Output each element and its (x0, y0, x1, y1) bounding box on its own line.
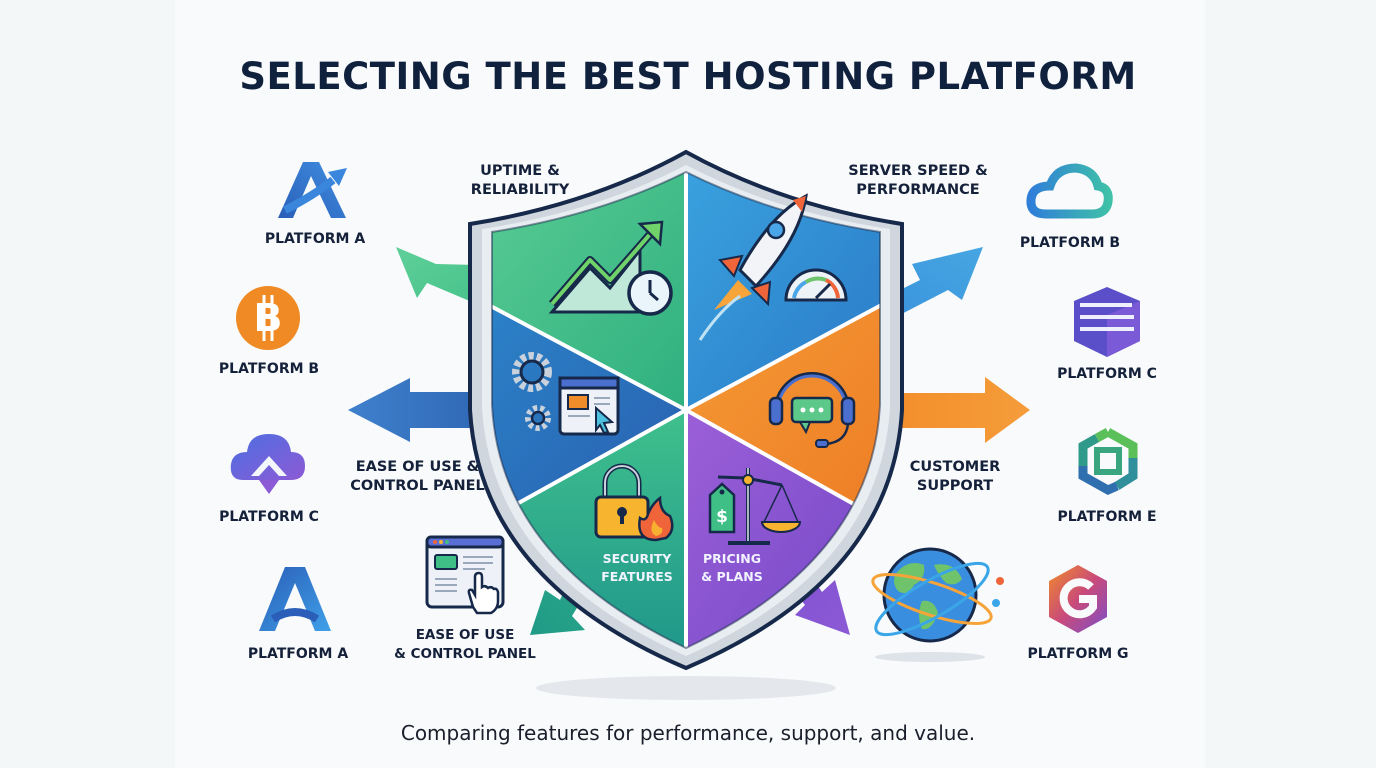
platform-left-3-label: PLATFORM C (219, 509, 319, 525)
rocket-speedometer-icon (698, 193, 848, 341)
shield-shadow (536, 676, 836, 700)
bitcoin-logo: B (236, 286, 300, 350)
label-speed: SERVER SPEED & PERFORMANCE (848, 163, 988, 198)
label-pricing: PRICING & PLANS (701, 551, 763, 584)
platform-right-2-label: PLATFORM C (1057, 366, 1157, 382)
platform-left-2-label: PLATFORM B (218, 361, 320, 377)
headset-chat-icon (768, 372, 856, 448)
platform-right-3-label: PLATFORM E (1057, 509, 1157, 525)
browser-hand-icon (425, 535, 505, 615)
a-logo (259, 567, 331, 631)
page-subtitle: Comparing features for performance, supp… (400, 721, 976, 745)
label-ease-bottom: EASE OF USE & CONTROL PANEL (394, 627, 536, 662)
platform-right-1-label: PLATFORM B (1019, 235, 1121, 251)
g-hexagon-logo (1049, 565, 1107, 633)
platform-left-1-label: PLATFORM A (264, 231, 366, 247)
label-uptime: UPTIME & RELIABILITY (470, 163, 570, 198)
hexagon-knot-logo (1078, 428, 1138, 496)
cloud-logo (1026, 163, 1113, 219)
globe-orbit-icon (871, 547, 1004, 662)
gears-browser-icon (512, 352, 620, 436)
platform-right-4-label: PLATFORM G (1027, 646, 1129, 662)
svg-text:B: B (254, 296, 283, 340)
page-title: SELECTING THE BEST HOSTING PLATFORM (239, 55, 1137, 98)
arrow-speed (880, 247, 983, 320)
lock-fire-icon (594, 463, 674, 542)
cloud-up-logo (230, 434, 305, 494)
svg-text:$: $ (716, 507, 728, 527)
a-arrow-logo (278, 162, 347, 218)
chart-clock-icon (548, 220, 673, 316)
platform-left-4-label: PLATFORM A (247, 646, 349, 662)
label-security: SECURITY FEATURES (601, 551, 673, 584)
label-ease: EASE OF USE & CONTROL PANEL (350, 459, 485, 494)
server-stack-logo (1074, 287, 1140, 357)
label-support: CUSTOMER SUPPORT (909, 459, 1001, 494)
price-tag-scale-icon: $ (708, 468, 802, 545)
